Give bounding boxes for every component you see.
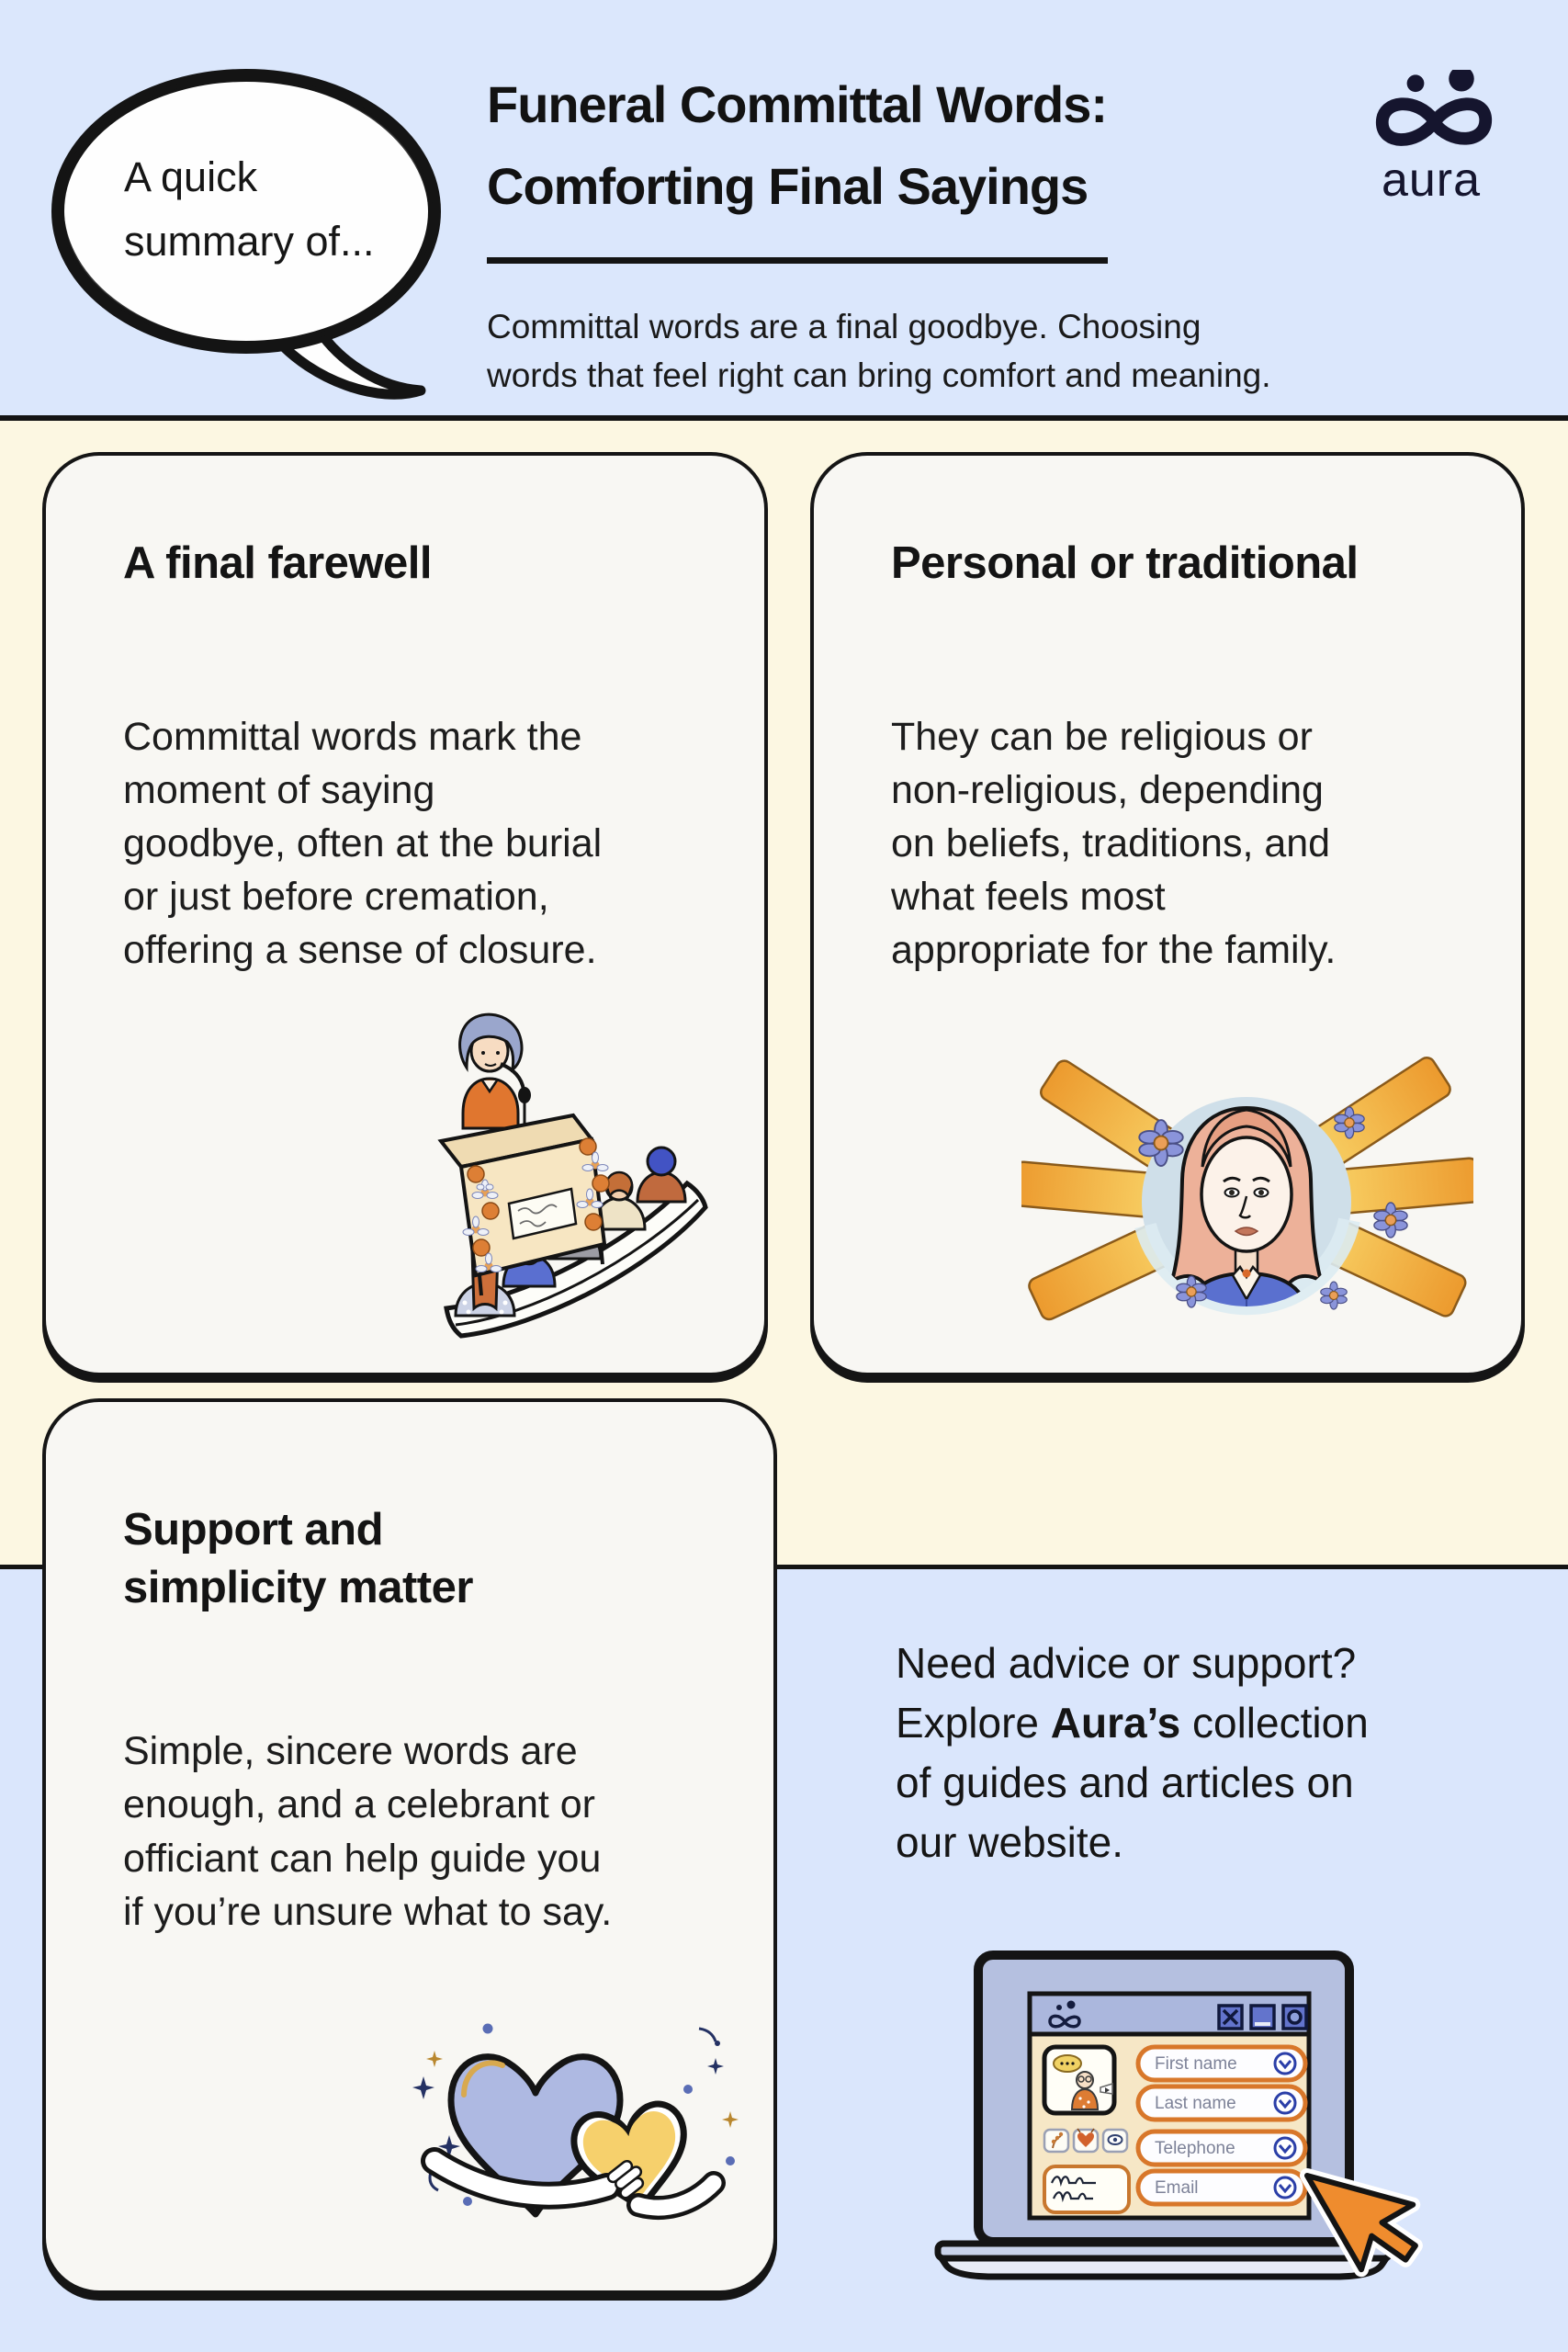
card-heading: Personal or traditional	[891, 538, 1359, 588]
card-body: Simple, sincere words are enough, and a …	[123, 1729, 613, 1934]
heart-icon	[1077, 2132, 1094, 2147]
form-icon-chips	[1043, 2128, 1129, 2154]
cta-line: of guides and articles on	[896, 1758, 1354, 1806]
two-hearts-illustration	[412, 2023, 739, 2220]
close-icon	[1222, 2008, 1239, 2026]
logo-dot-large	[1449, 70, 1474, 92]
speaker	[458, 1012, 531, 1130]
laptop-illustration: First name Last name Telephone Email	[934, 1951, 1423, 2280]
logo-dot-small	[1406, 74, 1425, 93]
sprig-icon	[1052, 2135, 1062, 2149]
profile-photo-frame	[1042, 2044, 1117, 2116]
cta-line: our website.	[896, 1818, 1124, 1866]
audience-person-4	[592, 1170, 647, 1231]
audience-person-5	[636, 1146, 687, 1204]
maximize-icon	[1287, 2009, 1303, 2025]
telephone-field: Telephone	[1135, 2129, 1308, 2167]
card-heading: Support and simplicity matter	[123, 1505, 473, 1612]
card-heading: A final farewell	[123, 538, 433, 588]
last-name-field: Last name	[1135, 2084, 1308, 2122]
aura-brand-bold: Aura’s	[1050, 1699, 1181, 1747]
email-label: Email	[1155, 2178, 1199, 2198]
cursor-arrow-icon	[1300, 2168, 1423, 2278]
footer-divider-line	[0, 1565, 1568, 1569]
chevron-down-icon	[1273, 2052, 1297, 2075]
chevron-down-icon	[1273, 2176, 1297, 2199]
first-name-field: First name	[1135, 2044, 1308, 2083]
first-name-label: First name	[1155, 2054, 1237, 2074]
browser-logo-infinity-icon	[1048, 2000, 1081, 2029]
bubble-text: A quick summary of...	[124, 153, 375, 265]
cta-line: Need advice or support?	[896, 1639, 1357, 1687]
speaker-podium-illustration	[437, 1012, 708, 1339]
woman-portrait-illustration	[1021, 1057, 1473, 1321]
page-title: Funeral Committal Words: Comforting Fina…	[487, 75, 1108, 215]
telephone-label: Telephone	[1155, 2139, 1235, 2158]
speech-bubble	[51, 69, 441, 400]
signature-box	[1043, 2165, 1131, 2214]
infinity-icon	[1375, 70, 1493, 146]
cta-text: Need advice or support? Explore Aura’s c…	[896, 1634, 1369, 1872]
window-controls	[1217, 2004, 1308, 2030]
flower-garland-right	[576, 1137, 610, 1231]
laptop-base	[934, 2240, 1393, 2280]
flower-garland-left	[462, 1165, 502, 1272]
cta-line: Explore Aura’s collection	[896, 1699, 1369, 1747]
card-body: They can be religious or non-religious, …	[891, 714, 1337, 972]
aura-logo: aura	[1348, 64, 1541, 230]
face	[1200, 1136, 1293, 1253]
last-name-label: Last name	[1155, 2094, 1236, 2113]
chevron-down-icon	[1273, 2136, 1297, 2160]
email-field: Email	[1135, 2168, 1308, 2207]
page-title-line1: Funeral Committal Words:	[487, 75, 1108, 133]
hugging-arms	[421, 2147, 726, 2220]
chevron-down-icon	[1273, 2091, 1297, 2115]
podium	[437, 1113, 607, 1296]
card-body: Committal words mark the moment of sayin…	[123, 714, 603, 972]
page-subtitle: Committal words are a final goodbye. Cho…	[487, 308, 1271, 394]
logo-wordmark: aura	[1381, 153, 1482, 207]
title-underline	[487, 257, 1108, 264]
purple-daisies	[1138, 1106, 1408, 1310]
form-fields: First name Last name Telephone Email	[1135, 2044, 1308, 2207]
header-divider-line	[0, 415, 1568, 421]
sparkles	[412, 2023, 739, 2206]
page-title-line2: Comforting Final Sayings	[487, 157, 1089, 215]
